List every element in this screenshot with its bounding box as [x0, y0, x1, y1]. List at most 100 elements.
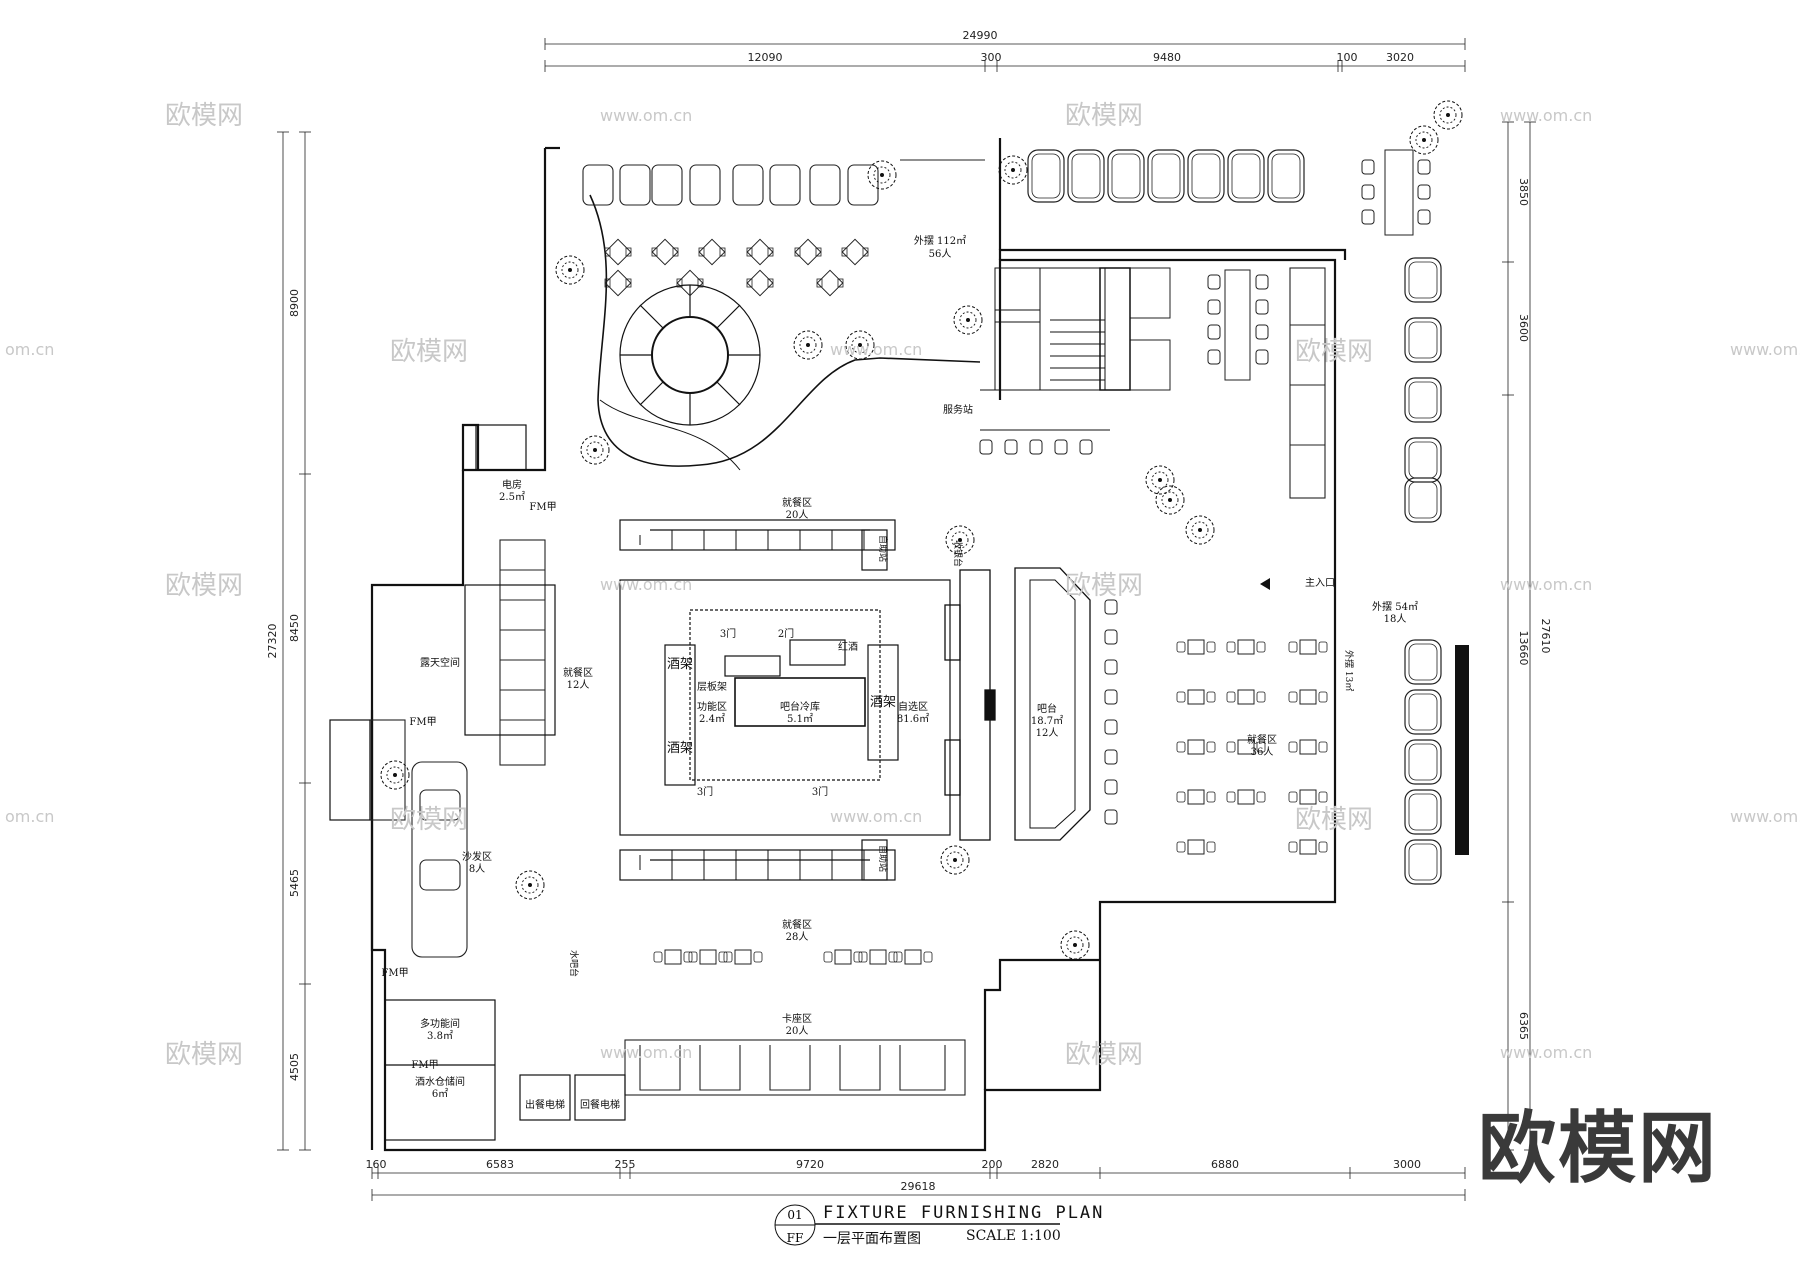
- dim-right-2: 3600: [1517, 314, 1530, 342]
- label-booth-2: 20人: [786, 1025, 809, 1037]
- watermark-brand-5: 欧模网: [165, 571, 243, 601]
- dim-right-3: 13660: [1517, 631, 1530, 666]
- label-service: 服务站: [943, 403, 973, 416]
- bottom-dining-tables: [653, 949, 933, 965]
- dim-top-3: 9480: [1153, 51, 1181, 64]
- watermark-brand-9: 欧模网: [165, 1040, 243, 1070]
- label-pos-bar: 收银台: [952, 540, 964, 567]
- label-wine-store-2: 6㎡: [432, 1088, 448, 1100]
- label-wine-rack-1: 酒架: [667, 657, 693, 672]
- label-wine-rack-3: 酒架: [667, 741, 693, 756]
- courtyard-tables: [604, 238, 869, 297]
- label-open-air: 露天空间: [420, 656, 460, 669]
- plan-scale: SCALE 1:100: [966, 1228, 1061, 1244]
- label-main-entrance: 主入口: [1305, 577, 1335, 589]
- dim-bot-6: 2820: [1031, 1158, 1059, 1171]
- label-dining-top-1: 就餐区: [782, 496, 812, 509]
- label-fm4: FM甲: [411, 1060, 438, 1071]
- label-dining-top-2: 20人: [786, 509, 809, 521]
- dim-bot-7: 6880: [1211, 1158, 1239, 1171]
- dim-bot-2: 6583: [486, 1158, 514, 1171]
- label-water: 水吧台: [568, 950, 580, 977]
- courtyard-benches: [582, 159, 985, 206]
- label-function-2: 2.4㎡: [699, 713, 725, 725]
- label-dining-bottom-2: 28人: [786, 931, 809, 943]
- dim-right-total: 27610: [1539, 619, 1552, 654]
- dim-left-total: 27320: [266, 624, 279, 659]
- label-self-serve-1: 自选区: [898, 700, 928, 713]
- sheet-code: FF: [786, 1231, 804, 1245]
- label-outdoor-right-1: 外摆 54㎡: [1372, 600, 1418, 613]
- label-outdoor-small: 外摆 13㎡: [1343, 650, 1355, 691]
- label-red-wine: 红酒: [838, 640, 858, 653]
- watermark-url-10: www.om.cn: [1730, 807, 1800, 826]
- dim-top-2: 300: [981, 51, 1002, 64]
- label-bar-2: 18.7㎡: [1031, 715, 1063, 727]
- watermark-url-11: www.om.cn: [600, 1043, 692, 1062]
- watermark-url-7: www.om.cn: [1500, 575, 1592, 594]
- outdoor-right-booths: [1404, 257, 1469, 885]
- left-dining-benches: [369, 539, 546, 958]
- entrance-arrow: [1260, 578, 1270, 590]
- label-self-serve-2: 81.6㎡: [897, 713, 929, 725]
- dim-left-1: 8900: [288, 289, 301, 317]
- brand-watermark: 欧模网: [1478, 1104, 1719, 1194]
- dim-bot-3: 255: [615, 1158, 636, 1171]
- label-door-3-1: 3门: [720, 627, 736, 640]
- self-serve-area: [619, 519, 951, 881]
- label-dining-bottom-1: 就餐区: [782, 918, 812, 931]
- label-booth-1: 卡座区: [782, 1012, 812, 1025]
- watermark-brand-3: 欧模网: [390, 337, 468, 367]
- watermark-url-1: www.om.cn: [600, 106, 692, 125]
- label-selfstation-bot: 自助站: [877, 845, 889, 872]
- outdoor-top-booths: [1027, 149, 1431, 236]
- walls: [370, 138, 1347, 1152]
- bar-stools: [1104, 599, 1118, 825]
- label-electric-2: 2.5㎡: [499, 491, 525, 503]
- dimension-lines: [277, 38, 1536, 1201]
- label-cold-room-1: 吧台冷库: [780, 700, 820, 713]
- dim-top-4: 100: [1337, 51, 1358, 64]
- dimension-labels: 24990 12090 300 9480 100 3020 160 6583 2…: [266, 29, 1552, 1193]
- dim-bot-5: 200: [982, 1158, 1003, 1171]
- dim-top-5: 3020: [1386, 51, 1414, 64]
- drawing-number: 01: [787, 1208, 803, 1222]
- label-door-3-3: 3门: [812, 785, 828, 798]
- stairwell: [980, 267, 1131, 431]
- label-bar-3: 12人: [1036, 727, 1059, 739]
- label-outdoor-top-2: 56人: [929, 248, 952, 260]
- watermark-url-8: om.cn: [5, 807, 54, 826]
- wine-rack-labels: 酒架 酒架 酒架: [667, 657, 896, 756]
- title-block: [774, 1204, 1060, 1246]
- label-elevator-out: 出餐电梯: [525, 1098, 565, 1111]
- room-labels: 外摆 112㎡ 56人 就餐区 20人 电房 2.5㎡ FM甲 露天空间 FM甲…: [381, 234, 1418, 1111]
- dim-top-total: 24990: [963, 29, 998, 42]
- label-multi-2: 3.8㎡: [427, 1030, 453, 1042]
- label-sofa-2: 8人: [469, 863, 485, 875]
- label-shelf: 层板架: [697, 680, 727, 693]
- watermark-brand-8: 欧模网: [1295, 805, 1373, 835]
- label-door-3-2: 3门: [697, 785, 713, 798]
- dim-bot-8: 3000: [1393, 1158, 1421, 1171]
- watermarks: 欧模网 www.om.cn 欧模网 www.om.cn om.cn 欧模网 ww…: [5, 101, 1800, 1070]
- watermark-brand-2: 欧模网: [1065, 101, 1143, 131]
- watermark-url-9: www.om.cn: [830, 807, 922, 826]
- bar-counter: [944, 567, 1091, 841]
- dim-right-4: 6365: [1517, 1012, 1530, 1040]
- label-fm2: FM甲: [409, 717, 436, 728]
- courtyard-features: [589, 194, 981, 471]
- dim-right-1: 3850: [1517, 178, 1530, 206]
- service-chairs: [979, 439, 1093, 455]
- dim-left-3: 5465: [288, 869, 301, 897]
- plan-title: FIXTURE FURNISHING PLAN: [823, 1203, 1105, 1223]
- label-dining-left-1: 就餐区: [563, 666, 593, 679]
- dim-left-2: 8450: [288, 614, 301, 642]
- dim-bot-1: 160: [366, 1158, 387, 1171]
- label-door-2: 2门: [778, 627, 794, 640]
- watermark-brand-4: 欧模网: [1295, 337, 1373, 367]
- watermark-url-3: om.cn: [5, 340, 54, 359]
- dim-left-4: 4505: [288, 1053, 301, 1081]
- watermark-url-12: www.om.cn: [1500, 1043, 1592, 1062]
- watermark-url-2: www.om.cn: [1500, 106, 1592, 125]
